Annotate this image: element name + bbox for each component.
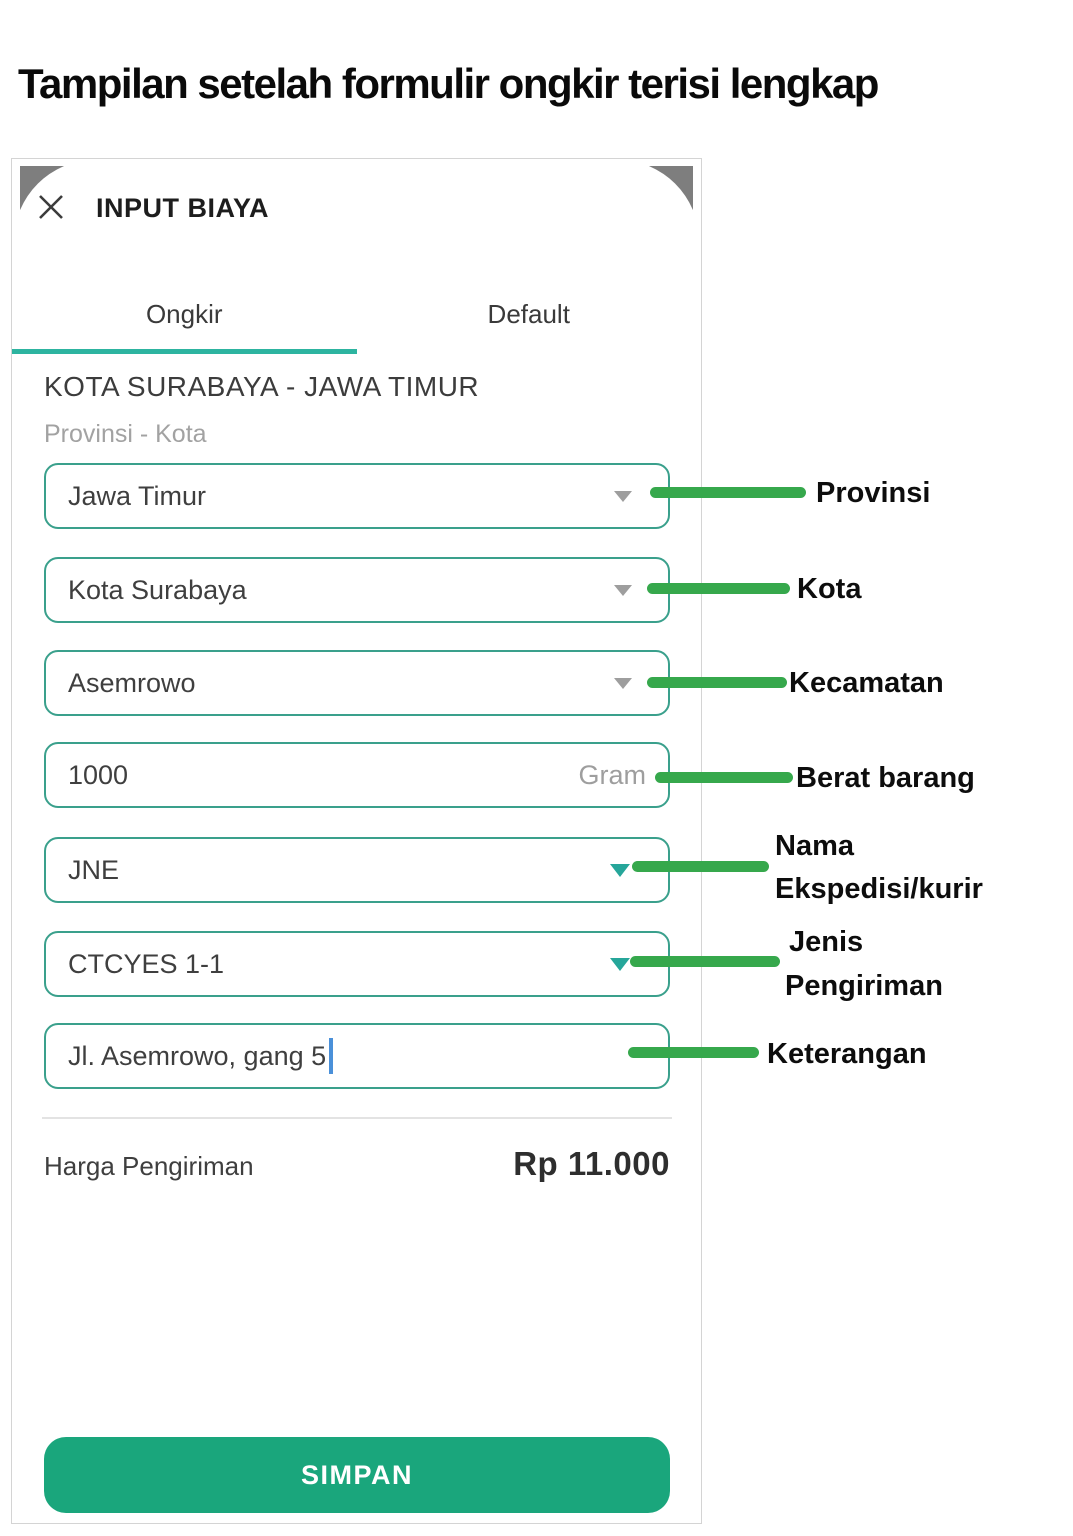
input-biaya-modal: INPUT BIAYA Ongkir Default KOTA SURABAYA…	[11, 158, 702, 1524]
annotation-label-keterangan: Keterangan	[767, 1038, 927, 1070]
kota-select[interactable]: Kota Surabaya	[44, 557, 670, 623]
annotation-line-nama-ekspedisi	[632, 861, 769, 872]
annotation-label-nama-ekspedisi-line2: Ekspedisi/kurir	[775, 873, 983, 905]
annotation-label-kecamatan: Kecamatan	[789, 667, 944, 699]
annotation-line-berat-barang	[655, 772, 793, 783]
chevron-down-icon	[614, 584, 632, 596]
shipping-price-label: Harga Pengiriman	[44, 1151, 254, 1181]
ekspedisi-value: JNE	[68, 854, 120, 885]
corner-fold-icon	[648, 166, 693, 211]
annotation-line-kota	[647, 583, 790, 594]
kecamatan-value: Asemrowo	[68, 667, 196, 698]
tab-default[interactable]: Default	[487, 299, 570, 329]
corner-fold-icon	[20, 166, 65, 211]
location-heading: KOTA SURABAYA - JAWA TIMUR	[44, 371, 480, 402]
provinsi-select[interactable]: Jawa Timur	[44, 463, 670, 529]
berat-unit-label: Gram	[578, 759, 647, 790]
annotation-label-nama-ekspedisi-line1: Nama	[775, 830, 854, 862]
annotation-label-jenis-pengiriman-line2: Pengiriman	[785, 970, 943, 1002]
chevron-down-icon	[614, 677, 632, 689]
jenis-pengiriman-value: CTCYES 1-1	[68, 948, 225, 979]
keterangan-value: Jl. Asemrowo, gang 5	[68, 1040, 327, 1071]
annotation-line-jenis-pengiriman	[630, 956, 780, 967]
divider	[42, 1117, 672, 1119]
simpan-button[interactable]: SIMPAN	[44, 1437, 670, 1513]
annotation-label-provinsi: Provinsi	[816, 477, 931, 509]
annotation-label-kota: Kota	[797, 573, 862, 605]
chevron-down-icon	[610, 863, 630, 877]
chevron-down-icon	[614, 490, 632, 502]
page-title: Tampilan setelah formulir ongkir terisi …	[18, 60, 879, 107]
provinsi-value: Jawa Timur	[68, 480, 207, 511]
shipping-price-row: Harga Pengiriman Rp 11.000	[44, 1145, 670, 1183]
chevron-down-icon	[610, 957, 630, 971]
annotation-line-keterangan	[628, 1047, 759, 1058]
annotation-label-berat-barang: Berat barang	[796, 762, 975, 794]
kota-value: Kota Surabaya	[68, 574, 247, 605]
modal-title: INPUT BIAYA	[96, 193, 270, 223]
location-subtitle: Provinsi - Kota	[44, 420, 207, 448]
annotation-line-kecamatan	[647, 677, 787, 688]
text-cursor	[329, 1038, 334, 1074]
kecamatan-select[interactable]: Asemrowo	[44, 650, 670, 716]
annotation-line-provinsi	[650, 487, 806, 498]
jenis-pengiriman-select[interactable]: CTCYES 1-1	[44, 931, 670, 997]
berat-value: 1000	[68, 759, 129, 790]
ekspedisi-select[interactable]: JNE	[44, 837, 670, 903]
tab-bar: Ongkir Default	[12, 289, 701, 354]
active-tab-indicator	[12, 349, 357, 354]
tab-ongkir[interactable]: Ongkir	[145, 299, 223, 329]
berat-input[interactable]: 1000 Gram	[44, 742, 670, 808]
close-icon[interactable]	[36, 192, 66, 222]
shipping-price-value: Rp 11.000	[513, 1145, 670, 1182]
annotation-label-jenis-pengiriman-line1: Jenis	[789, 926, 864, 958]
keterangan-input[interactable]: Jl. Asemrowo, gang 5	[44, 1023, 670, 1089]
